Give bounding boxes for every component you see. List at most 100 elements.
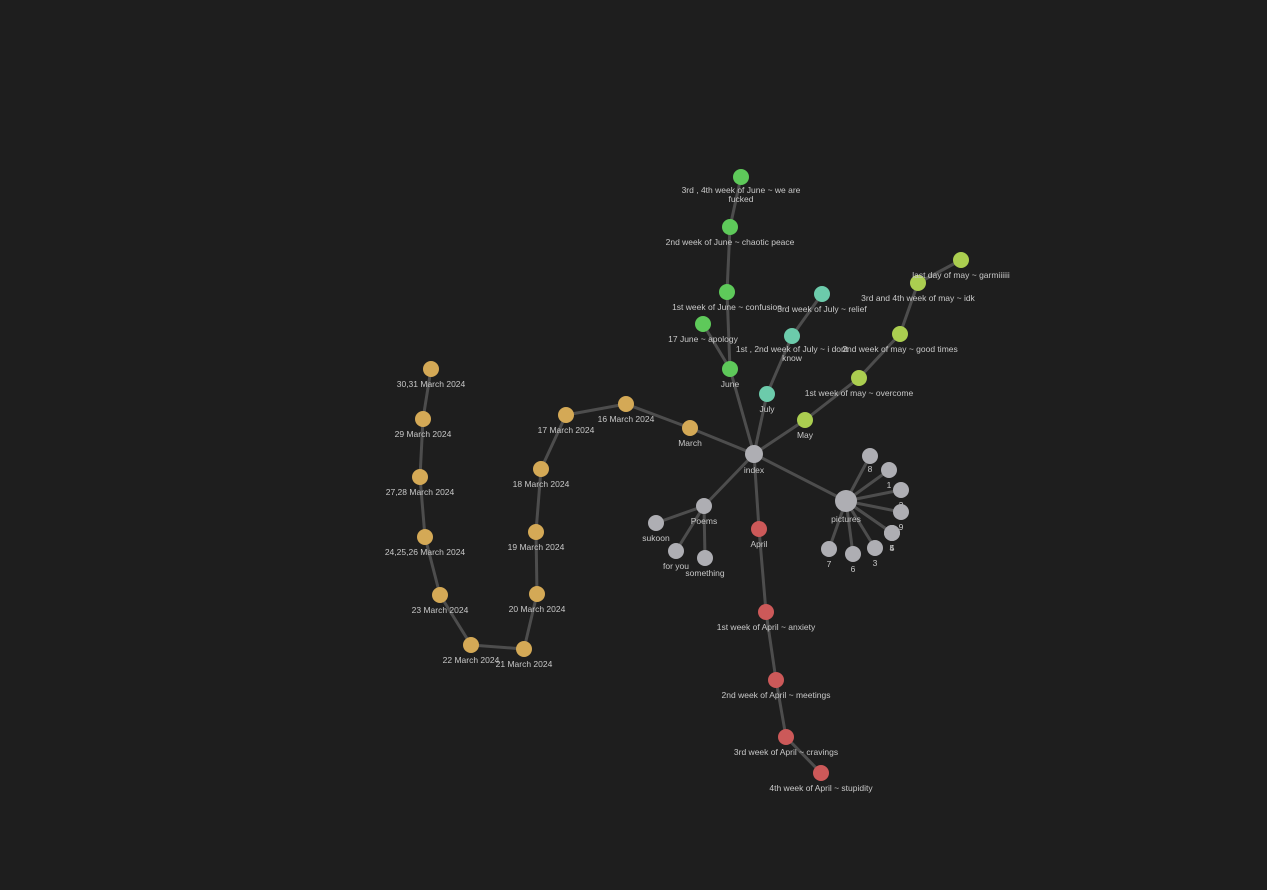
graph-node-maylast[interactable]: last day of may ~ garmiiiiii	[912, 252, 1010, 280]
graph-node-m23[interactable]: 23 March 2024	[412, 587, 469, 615]
graph-node-may[interactable]: May	[797, 412, 814, 440]
node-dot[interactable]	[797, 412, 813, 428]
node-dot[interactable]	[432, 587, 448, 603]
node-dot[interactable]	[745, 445, 763, 463]
node-dot[interactable]	[851, 370, 867, 386]
graph-node-m27[interactable]: 27,28 March 2024	[386, 469, 455, 497]
node-dot[interactable]	[722, 361, 738, 377]
node-dot[interactable]	[784, 328, 800, 344]
node-dot[interactable]	[768, 672, 784, 688]
node-dot[interactable]	[751, 521, 767, 537]
graph-node-sukoon[interactable]: sukoon	[642, 515, 670, 543]
graph-node-m22[interactable]: 22 March 2024	[443, 637, 500, 665]
node-dot[interactable]	[893, 482, 909, 498]
node-dot[interactable]	[463, 637, 479, 653]
node-dot[interactable]	[881, 462, 897, 478]
graph-node-m18[interactable]: 18 March 2024	[513, 461, 570, 489]
graph-node-p7[interactable]: 7	[821, 541, 837, 569]
graph-node-p3[interactable]: 3	[867, 540, 883, 568]
node-dot[interactable]	[648, 515, 664, 531]
node-dot[interactable]	[884, 525, 900, 541]
node-dot[interactable]	[695, 316, 711, 332]
node-dot[interactable]	[813, 765, 829, 781]
graph-node-may2[interactable]: 2nd week of may ~ good times	[842, 326, 958, 354]
graph-node-poems[interactable]: Poems	[691, 498, 717, 526]
graph-node-j2[interactable]: 2nd week of June ~ chaotic peace	[666, 219, 795, 247]
graph-node-m21[interactable]: 21 March 2024	[496, 641, 553, 669]
node-dot[interactable]	[778, 729, 794, 745]
graph-node-p8[interactable]: 8	[862, 448, 878, 474]
node-label: 2nd week of April ~ meetings	[722, 690, 831, 700]
graph-node-m20[interactable]: 20 March 2024	[509, 586, 566, 614]
graph-node-m19[interactable]: 19 March 2024	[508, 524, 565, 552]
node-dot[interactable]	[668, 543, 684, 559]
node-dot[interactable]	[423, 361, 439, 377]
edge-may1-may2	[857, 332, 902, 380]
node-dot[interactable]	[696, 498, 712, 514]
graph-node-m16[interactable]: 16 March 2024	[598, 396, 655, 424]
graph-node-may34[interactable]: 3rd and 4th week of may ~ idk	[861, 275, 976, 303]
graph-node-foryou[interactable]: for you	[663, 543, 689, 571]
node-dot[interactable]	[953, 252, 969, 268]
graph-node-p6[interactable]: 6	[845, 546, 861, 574]
graph-node-apr3[interactable]: 3rd week of April ~ cravings	[734, 729, 838, 757]
node-dot[interactable]	[722, 219, 738, 235]
node-dot[interactable]	[533, 461, 549, 477]
node-dot[interactable]	[558, 407, 574, 423]
graph-node-j1[interactable]: 1st week of June ~ confusion	[672, 284, 782, 312]
graph-node-apr2[interactable]: 2nd week of April ~ meetings	[722, 672, 831, 700]
edge-index-april	[752, 452, 761, 531]
graph-node-m24[interactable]: 24,25,26 March 2024	[385, 529, 466, 557]
graph-node-m17[interactable]: 17 March 2024	[538, 407, 595, 435]
graph-node-june[interactable]: June	[721, 361, 740, 389]
graph-node-pictures[interactable]: pictures	[831, 490, 861, 524]
graph-node-index[interactable]: index	[744, 445, 765, 475]
node-dot[interactable]	[516, 641, 532, 657]
graph-node-march[interactable]: March	[678, 420, 702, 448]
node-dot[interactable]	[528, 524, 544, 540]
node-dot[interactable]	[893, 504, 909, 520]
node-dot[interactable]	[835, 490, 857, 512]
graph-node-may1[interactable]: 1st week of may ~ overcome	[805, 370, 914, 398]
node-label: 20 March 2024	[509, 604, 566, 614]
node-dot[interactable]	[682, 420, 698, 436]
node-dot[interactable]	[759, 386, 775, 402]
node-dot[interactable]	[697, 550, 713, 566]
graph-node-j17[interactable]: 17 June ~ apology	[668, 316, 739, 344]
graph-node-p1[interactable]: 1	[881, 462, 897, 490]
node-dot[interactable]	[417, 529, 433, 545]
graph-node-jul3[interactable]: 3rd week of July ~ relief	[777, 286, 867, 314]
graph-node-july[interactable]: July	[759, 386, 775, 414]
graph-node-april[interactable]: April	[750, 521, 768, 549]
node-dot[interactable]	[733, 169, 749, 185]
node-dot[interactable]	[814, 286, 830, 302]
graph-node-apr1[interactable]: 1st week of April ~ anxiety	[717, 604, 816, 632]
node-dot[interactable]	[910, 275, 926, 291]
node-dot[interactable]	[845, 546, 861, 562]
node-label: 3rd week of July ~ relief	[777, 304, 867, 314]
node-dot[interactable]	[529, 586, 545, 602]
node-label: 4	[890, 543, 895, 553]
node-dot[interactable]	[892, 326, 908, 342]
edge-m24-m27	[418, 475, 427, 539]
node-dot[interactable]	[415, 411, 431, 427]
graph-node-m30[interactable]: 30,31 March 2024	[397, 361, 466, 389]
node-dot[interactable]	[719, 284, 735, 300]
node-dot[interactable]	[758, 604, 774, 620]
node-dot[interactable]	[862, 448, 878, 464]
graph-node-m29[interactable]: 29 March 2024	[395, 411, 452, 439]
node-label: 17 June ~ apology	[668, 334, 738, 344]
graph-node-something[interactable]: something	[685, 550, 725, 578]
edge-m16-m17	[564, 402, 628, 417]
node-dot[interactable]	[867, 540, 883, 556]
graph-node-apr4[interactable]: 4th week of April ~ stupidity	[769, 765, 873, 793]
graph-node-p9[interactable]: 9	[893, 504, 909, 532]
node-dot[interactable]	[412, 469, 428, 485]
graph-node-p4[interactable]: 4	[884, 525, 900, 553]
node-dot[interactable]	[821, 541, 837, 557]
node-dot[interactable]	[618, 396, 634, 412]
